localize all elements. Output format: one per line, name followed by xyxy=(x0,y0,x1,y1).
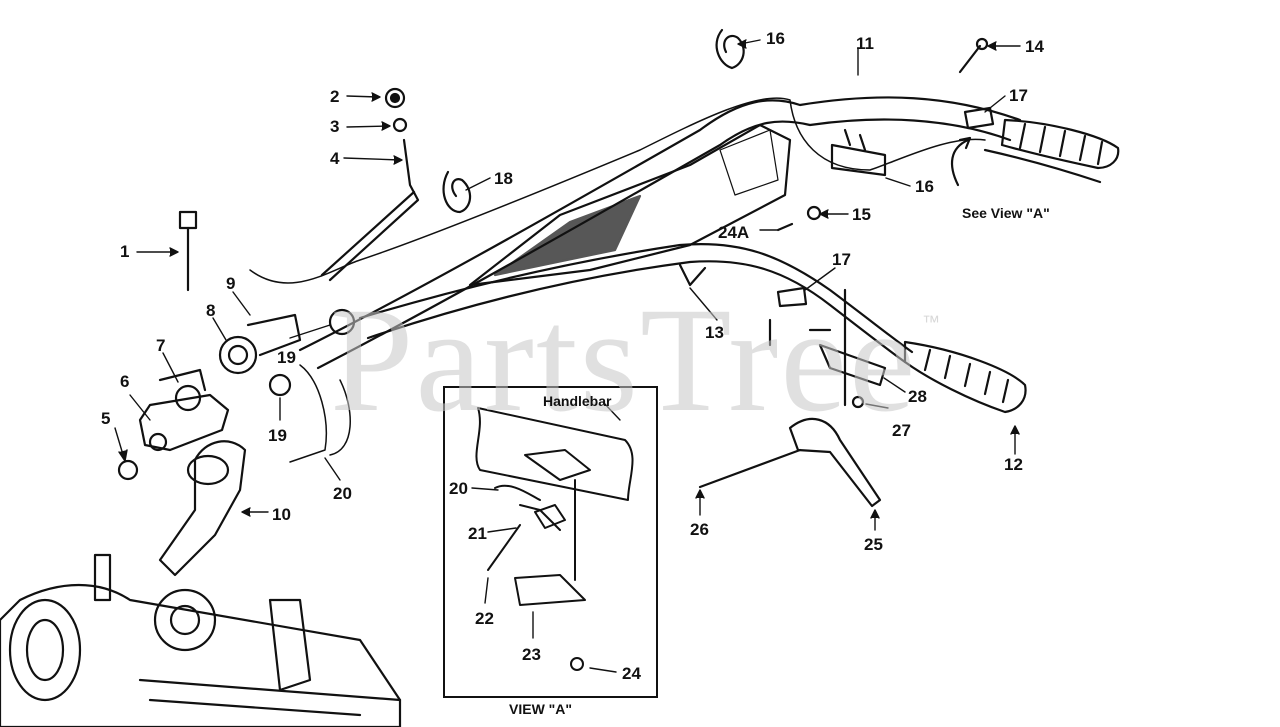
callout-17-lower: 17 xyxy=(832,250,851,269)
screw-24a xyxy=(776,222,794,232)
callout-12: 12 xyxy=(1004,455,1023,474)
link-9 xyxy=(246,313,302,357)
knob-2 xyxy=(384,87,406,109)
callout-27: 27 xyxy=(892,421,911,440)
callout-16-top: 16 xyxy=(766,29,785,48)
nut-5 xyxy=(117,459,139,481)
callout-1: 1 xyxy=(120,242,130,261)
callout-11: 11 xyxy=(856,34,874,53)
bushing-19a xyxy=(328,308,356,336)
callout-23: 23 xyxy=(522,645,541,664)
callout-21: 21 xyxy=(468,524,487,543)
nut-27 xyxy=(851,395,865,409)
callout-16-right: 16 xyxy=(915,177,934,196)
rod-4 xyxy=(328,138,420,282)
handlebar-caption: Handlebar xyxy=(543,393,612,409)
grip-12 xyxy=(903,340,1027,414)
sleeve-17-upper xyxy=(963,106,995,130)
view-a-inset-frame xyxy=(443,386,658,698)
screw-14 xyxy=(958,44,982,74)
cable-clip-18-mid xyxy=(442,170,472,214)
callout-19-lower: 19 xyxy=(268,426,287,445)
callout-25: 25 xyxy=(864,535,883,554)
callout-6: 6 xyxy=(120,372,130,391)
callout-2: 2 xyxy=(330,87,340,106)
callout-26: 26 xyxy=(690,520,709,539)
callout-28: 28 xyxy=(908,387,927,406)
bolt-26 xyxy=(698,448,802,489)
callout-3: 3 xyxy=(330,117,340,136)
control-cable xyxy=(249,97,986,284)
shaft-10 xyxy=(158,440,247,577)
yoke-8 xyxy=(218,335,258,375)
bushing-19b xyxy=(268,373,292,397)
callout-10: 10 xyxy=(272,505,291,524)
callout-5: 5 xyxy=(101,409,111,428)
trademark-symbol: ™ xyxy=(922,312,940,332)
see-view-a-caption: See View "A" xyxy=(962,205,1050,221)
grip-upper xyxy=(983,118,1120,184)
callout-22: 22 xyxy=(475,609,494,628)
watermark: PartsTree xyxy=(330,277,918,443)
lever-25 xyxy=(788,418,882,508)
handlebar-upper-tube xyxy=(298,96,1022,352)
wire-20 xyxy=(289,364,351,463)
callout-24: 24 xyxy=(622,664,641,683)
washer-3 xyxy=(392,117,408,133)
transmission-housing xyxy=(0,553,402,727)
callout-24a: 24A xyxy=(718,223,750,242)
callout-15: 15 xyxy=(852,205,871,224)
callout-8: 8 xyxy=(206,301,216,320)
cable-clip-18-top xyxy=(715,28,745,70)
callout-19-upper: 19 xyxy=(277,348,296,367)
nut-15 xyxy=(806,205,822,221)
callout-13: 13 xyxy=(705,323,724,342)
view-a-caption: VIEW "A" xyxy=(509,701,573,717)
callout-17-upper: 17 xyxy=(1009,86,1028,105)
panel-plate xyxy=(468,123,792,287)
callout-20: 20 xyxy=(333,484,352,503)
callout-18: 18 xyxy=(494,169,513,188)
callout-7: 7 xyxy=(156,336,166,355)
view-a-inset-drawing xyxy=(471,401,634,673)
callout-4: 4 xyxy=(330,149,340,168)
shift-assembly xyxy=(117,313,302,577)
sleeve-17-lower xyxy=(776,286,808,308)
bracket-28 xyxy=(818,343,887,387)
callout-14: 14 xyxy=(1025,37,1044,56)
bracket-16 xyxy=(830,143,887,177)
callout-20-inset: 20 xyxy=(449,479,468,498)
callout-9: 9 xyxy=(226,274,236,293)
